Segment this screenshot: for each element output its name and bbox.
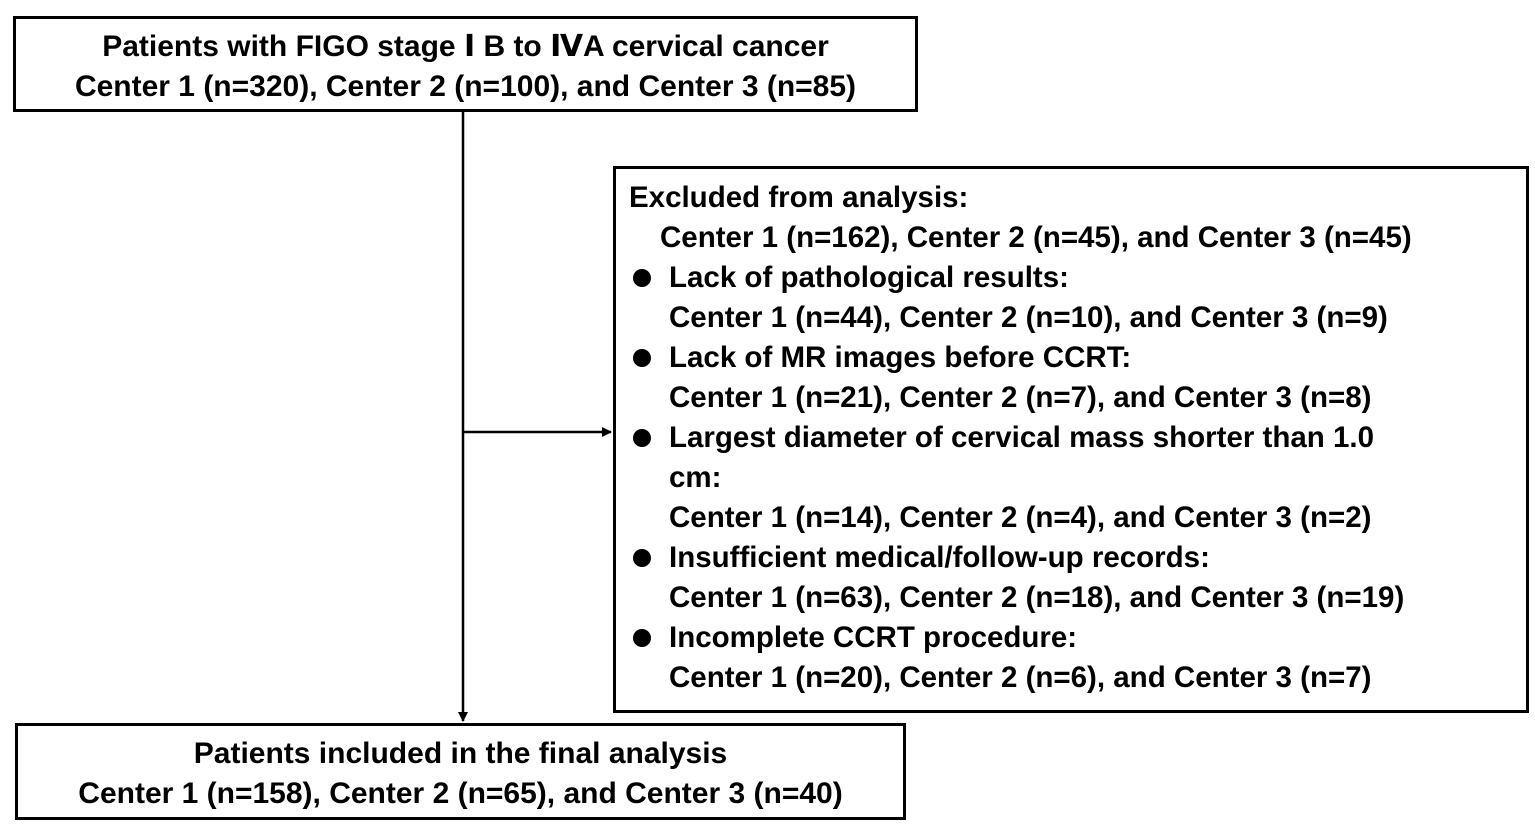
exclusion-reason: Lack of pathological results: [629, 258, 1526, 298]
exclusion-reason-counts: Center 1 (n=14), Center 2 (n=4), and Cen… [669, 501, 1372, 534]
exclusion-reason-counts: Center 1 (n=21), Center 2 (n=7), and Cen… [669, 381, 1372, 414]
exclusion-reason-counts: Center 1 (n=44), Center 2 (n=10), and Ce… [669, 301, 1388, 334]
excluded-patients-box: Excluded from analysis: Center 1 (n=162)… [613, 166, 1529, 713]
bullet-icon [633, 349, 651, 367]
final-analysis-box: Patients included in the final analysis … [15, 723, 906, 820]
exclusion-reason-label: Lack of pathological results: [669, 261, 1069, 294]
exclusion-reason: Largest diameter of cervical mass shorte… [629, 418, 1526, 458]
exclusion-reason-label: Incomplete CCRT procedure: [669, 621, 1078, 654]
exclusion-reason-label-continued: cm: [669, 461, 722, 494]
eligible-patients-title: Patients with FIGO stage Ⅰ B to ⅣA cervi… [102, 30, 829, 63]
final-analysis-title: Patients included in the final analysis [193, 737, 728, 770]
bullet-icon [633, 549, 651, 567]
exclusion-reason-label: Insufficient medical/follow-up records: [669, 541, 1210, 574]
bullet-icon [633, 629, 651, 647]
excluded-title: Excluded from analysis: [629, 181, 969, 214]
excluded-summary-counts: Center 1 (n=162), Center 2 (n=45), and C… [660, 221, 1412, 254]
final-analysis-counts: Center 1 (n=158), Center 2 (n=65), and C… [78, 777, 843, 810]
exclusion-reason: Incomplete CCRT procedure: [629, 618, 1526, 658]
exclusion-reason-counts: Center 1 (n=63), Center 2 (n=18), and Ce… [669, 581, 1405, 614]
exclusion-reason-label: Lack of MR images before CCRT: [669, 341, 1132, 374]
exclusion-reason-counts: Center 1 (n=20), Center 2 (n=6), and Cen… [669, 661, 1372, 694]
exclusion-reason: Lack of MR images before CCRT: [629, 338, 1526, 378]
bullet-icon [633, 269, 651, 287]
eligible-patients-counts: Center 1 (n=320), Center 2 (n=100), and … [74, 70, 857, 103]
exclusion-reason: Insufficient medical/follow-up records: [629, 538, 1526, 578]
bullet-icon [633, 429, 651, 447]
exclusion-reason-label: Largest diameter of cervical mass shorte… [669, 421, 1375, 454]
eligible-patients-box: Patients with FIGO stage Ⅰ B to ⅣA cervi… [13, 16, 918, 112]
